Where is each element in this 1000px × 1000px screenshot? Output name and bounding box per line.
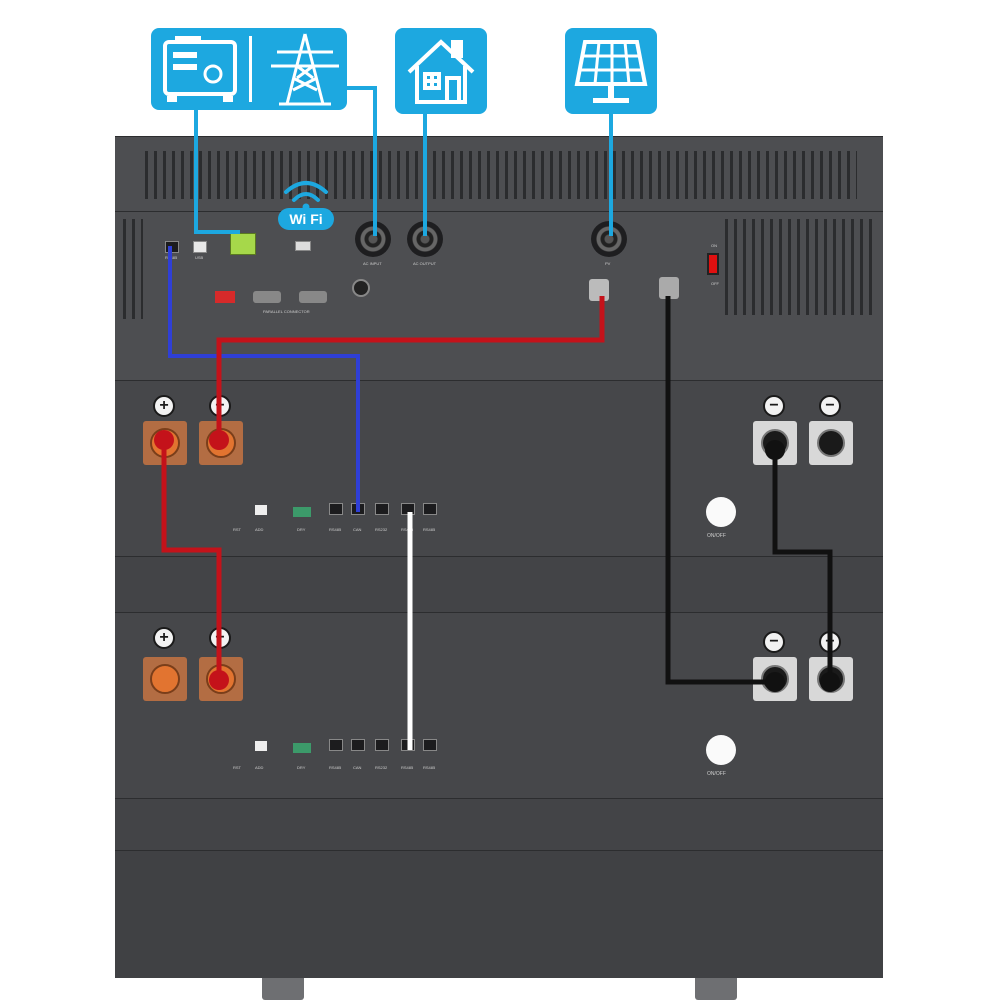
base-module (115, 850, 883, 978)
house-icon (407, 39, 475, 104)
negative-terminal[interactable] (199, 657, 243, 701)
negative-symbol-icon: − (763, 395, 785, 417)
round-button[interactable] (352, 279, 370, 297)
rs485-port-b[interactable] (401, 503, 415, 515)
gray-terminal-b[interactable] (809, 421, 853, 465)
negative-symbol-icon: − (819, 631, 841, 653)
can-label: CAN (353, 765, 362, 770)
add-switch[interactable] (255, 741, 267, 751)
dip-switch[interactable] (215, 291, 235, 303)
battery-inverter-cabinet: RS485 USB AC INPUT AC OUTPUT PV PARALLEL… (115, 136, 883, 978)
dry-label: DRY (297, 527, 306, 532)
usb-wifi-port[interactable] (295, 241, 311, 251)
rs485-port[interactable] (165, 241, 179, 253)
gray-terminal-b[interactable] (809, 657, 853, 701)
ac-output-connector[interactable] (407, 221, 443, 257)
onoff-label: ON/OFF (707, 533, 726, 539)
rs485-label-c: RS485 (423, 765, 436, 770)
switch-on-label: ON (711, 243, 717, 248)
generator-icon (163, 36, 252, 102)
rs485-port-b[interactable] (401, 739, 415, 751)
battery-positive-terminal[interactable] (589, 279, 609, 301)
rs232-port[interactable] (375, 739, 389, 751)
gray-terminal-a[interactable] (753, 657, 797, 701)
add-label: ADD (255, 765, 264, 770)
rs485-label-b: RS485 (401, 765, 414, 770)
rst-label: RST (233, 765, 241, 770)
shelf-2 (115, 798, 883, 850)
dry-contact[interactable] (293, 743, 311, 753)
negative-symbol-icon: − (209, 627, 231, 649)
rs485-label-b: RS485 (401, 527, 414, 532)
negative-symbol-icon: − (209, 395, 231, 417)
generator-grid-icon-box (151, 28, 347, 110)
solar-icon-box (565, 28, 657, 114)
solar-panel-icon (574, 40, 648, 103)
side-vent-left (123, 219, 143, 319)
usb-label: USB (195, 255, 204, 260)
battery-negative-terminal[interactable] (659, 277, 679, 299)
cabinet-foot-left (262, 978, 304, 1000)
add-label: ADD (255, 527, 264, 532)
can-port[interactable] (351, 739, 365, 751)
rs485-label-a: RS485 (329, 527, 342, 532)
rs485-port-a[interactable] (329, 739, 343, 751)
power-tower-icon (271, 33, 339, 106)
onoff-button[interactable] (706, 497, 736, 527)
home-icon-box (395, 28, 487, 114)
usb-port[interactable] (193, 241, 207, 253)
rst-label: RST (233, 527, 241, 532)
wifi-label: Wi Fi (278, 208, 334, 230)
rs232-label: RS232 (375, 527, 388, 532)
negative-symbol-icon: − (819, 395, 841, 417)
battery-module-2: + − − − RST ADD DRY RS485 CAN RS232 RS48… (115, 612, 883, 798)
ac-output-label: AC OUTPUT (413, 261, 437, 266)
top-vent (145, 151, 857, 199)
switch-off-label: OFF (711, 281, 719, 286)
db9-port-1[interactable] (253, 291, 281, 303)
battery-module-1: + − − − RST ADD DRY RS485 CAN RS232 RS48… (115, 380, 883, 556)
rs485-label-c: RS485 (423, 527, 436, 532)
add-switch[interactable] (255, 505, 267, 515)
negative-symbol-icon: − (763, 631, 785, 653)
dry-contact-terminal[interactable] (230, 233, 256, 255)
can-port[interactable] (351, 503, 365, 515)
onoff-button[interactable] (706, 735, 736, 765)
can-label: CAN (353, 527, 362, 532)
positive-symbol-icon: + (153, 627, 175, 649)
rs232-label: RS232 (375, 765, 388, 770)
pv-label: PV (605, 261, 611, 266)
shelf-1 (115, 556, 883, 612)
ac-input-label: AC INPUT (363, 261, 382, 266)
cabinet-foot-right (695, 978, 737, 1000)
gray-terminal-a[interactable] (753, 421, 797, 465)
onoff-label: ON/OFF (707, 771, 726, 777)
rs485-port-c[interactable] (423, 739, 437, 751)
rs485-label: RS485 (165, 255, 178, 260)
rs485-port-a[interactable] (329, 503, 343, 515)
rs485-port-c[interactable] (423, 503, 437, 515)
dry-contact[interactable] (293, 507, 311, 517)
ac-input-connector[interactable] (355, 221, 391, 257)
dry-label: DRY (297, 765, 306, 770)
wifi-badge: Wi Fi (274, 170, 338, 240)
db9-port-2[interactable] (299, 291, 327, 303)
rs485-label-a: RS485 (329, 765, 342, 770)
positive-terminal[interactable] (143, 421, 187, 465)
positive-symbol-icon: + (153, 395, 175, 417)
positive-terminal[interactable] (143, 657, 187, 701)
parallel-connector-label: PARALLEL CONNECTOR (263, 309, 310, 314)
pv-connector[interactable] (591, 221, 627, 257)
inverter-module: RS485 USB AC INPUT AC OUTPUT PV PARALLEL… (115, 136, 883, 380)
power-switch[interactable] (707, 253, 719, 275)
negative-terminal[interactable] (199, 421, 243, 465)
rs232-port[interactable] (375, 503, 389, 515)
side-vent-right (725, 219, 875, 315)
